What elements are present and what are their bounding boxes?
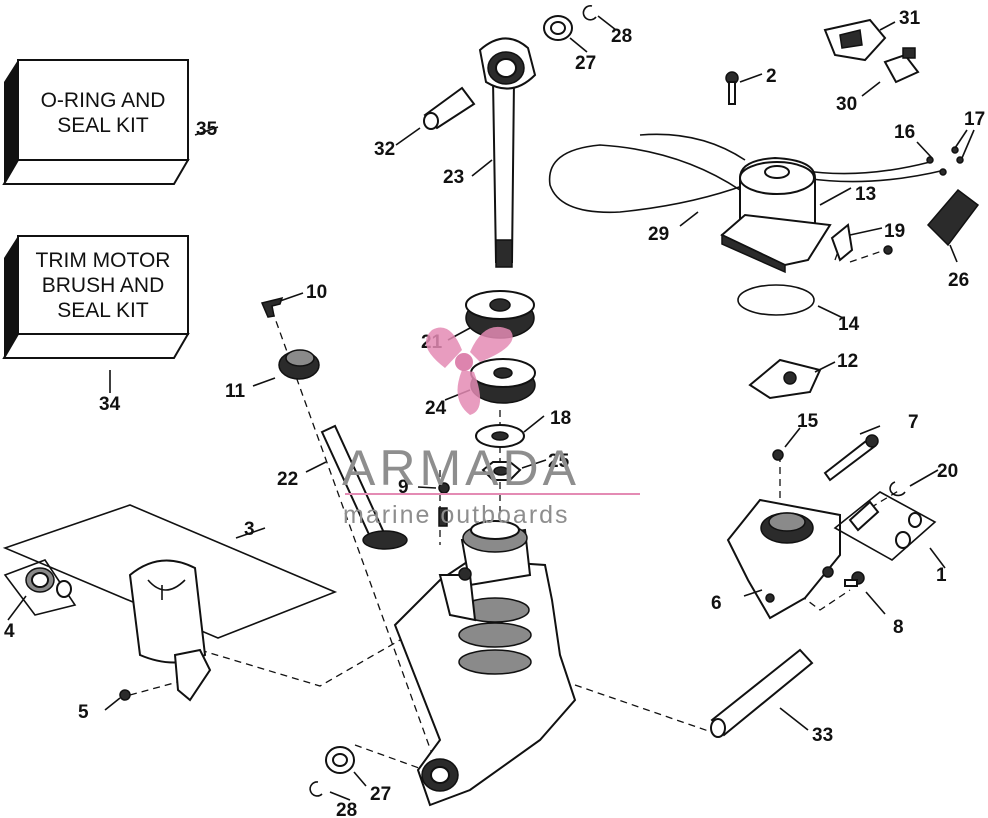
callout-8: 8 — [893, 617, 904, 638]
callout-26: 26 — [948, 270, 969, 291]
part-27-bottom-bushing — [325, 746, 355, 774]
callout-27-bottom: 27 — [370, 784, 391, 805]
part-11-cap — [278, 349, 320, 380]
propeller-logo — [425, 326, 513, 415]
part-25-nut — [481, 461, 522, 481]
part-23-trim-rod — [478, 37, 537, 268]
callout-17: 17 — [964, 109, 985, 130]
callout-19: 19 — [884, 221, 905, 242]
part-18-washer — [475, 424, 525, 448]
watermark-brand: ARMADA — [342, 440, 580, 496]
kit-box-34 — [2, 235, 190, 359]
callout-31: 31 — [899, 8, 921, 29]
callout-1: 1 — [936, 565, 947, 586]
part-2-screw — [725, 71, 739, 105]
part-19-clip — [830, 223, 893, 262]
callout-4: 4 — [4, 621, 15, 642]
part-28-bottom-ring — [309, 781, 323, 797]
callout-15: 15 — [797, 411, 819, 432]
part-16-17-terminals — [926, 146, 964, 176]
callout-27-top: 27 — [575, 53, 596, 74]
cylinder-housing — [393, 520, 577, 807]
part-13-trim-motor — [720, 156, 832, 274]
part-20-ring — [889, 481, 906, 497]
callout-28-bottom: 28 — [336, 800, 357, 818]
callout-22: 22 — [277, 469, 298, 490]
part-33-pivot-pin — [710, 648, 814, 738]
part-5-screw — [119, 689, 131, 701]
kit-35-line-1: O-RING AND — [40, 89, 166, 112]
callout-30: 30 — [836, 94, 857, 115]
callout-9: 9 — [398, 477, 409, 498]
callout-32: 32 — [374, 139, 395, 160]
callout-3: 3 — [244, 519, 255, 540]
part-22-tube — [320, 424, 408, 550]
part-4-bushing — [3, 559, 77, 616]
callout-13: 13 — [855, 184, 876, 205]
part-14-o-ring — [737, 284, 815, 316]
callout-16: 16 — [894, 122, 915, 143]
callout-11: 11 — [225, 381, 246, 402]
part-30-connector — [883, 47, 920, 84]
part-24-piston — [470, 358, 536, 404]
callout-24: 24 — [425, 398, 447, 419]
callout-23: 23 — [443, 167, 464, 188]
part-28-top-ring — [582, 5, 597, 21]
part-15-screw — [772, 449, 784, 461]
part-7-bolt — [823, 434, 879, 482]
kit-34-line-1: TRIM MOTOR — [35, 249, 171, 272]
kit-35-label: O-RING AND SEAL KIT — [18, 88, 188, 138]
kit-34-line-2: BRUSH AND — [41, 274, 165, 297]
watermark-tagline: marine outboards — [343, 501, 570, 529]
part-10-bleed-screw — [260, 296, 284, 318]
callout-6: 6 — [711, 593, 722, 614]
callout-2: 2 — [766, 66, 777, 87]
callout-35: 35 — [196, 119, 218, 140]
callout-7: 7 — [908, 412, 919, 433]
callout-labels: 1 2 3 4 5 6 7 8 9 10 11 12 13 14 15 16 1… — [4, 8, 985, 818]
part-27-top-bushing — [543, 15, 573, 41]
callout-25: 25 — [548, 451, 570, 472]
part-3-reservoir — [2, 504, 338, 702]
callout-33: 33 — [812, 725, 833, 746]
kit-35-line-2: SEAL KIT — [57, 114, 149, 137]
callout-18: 18 — [550, 408, 571, 429]
part-8-screw — [844, 571, 865, 587]
part-1-kit — [833, 491, 937, 561]
callout-14: 14 — [838, 314, 860, 335]
part-6-pump — [726, 498, 841, 620]
part-12-cover — [748, 358, 822, 400]
callout-12: 12 — [837, 351, 858, 372]
armada-watermark: ARMADA marine outboards — [342, 326, 640, 529]
callout-20: 20 — [937, 461, 958, 482]
kit-34-label: TRIM MOTOR BRUSH AND SEAL KIT — [18, 248, 188, 323]
kit-34-line-3: SEAL KIT — [57, 299, 149, 322]
callout-10: 10 — [306, 282, 327, 303]
callout-5: 5 — [78, 702, 89, 723]
kit-box-35 — [2, 59, 190, 185]
callout-34: 34 — [99, 394, 121, 415]
part-32-pin — [423, 86, 476, 130]
callout-28-top: 28 — [611, 26, 632, 47]
callout-29: 29 — [648, 224, 669, 245]
part-31-bracket — [823, 18, 887, 62]
part-26-sleeve — [926, 188, 980, 247]
